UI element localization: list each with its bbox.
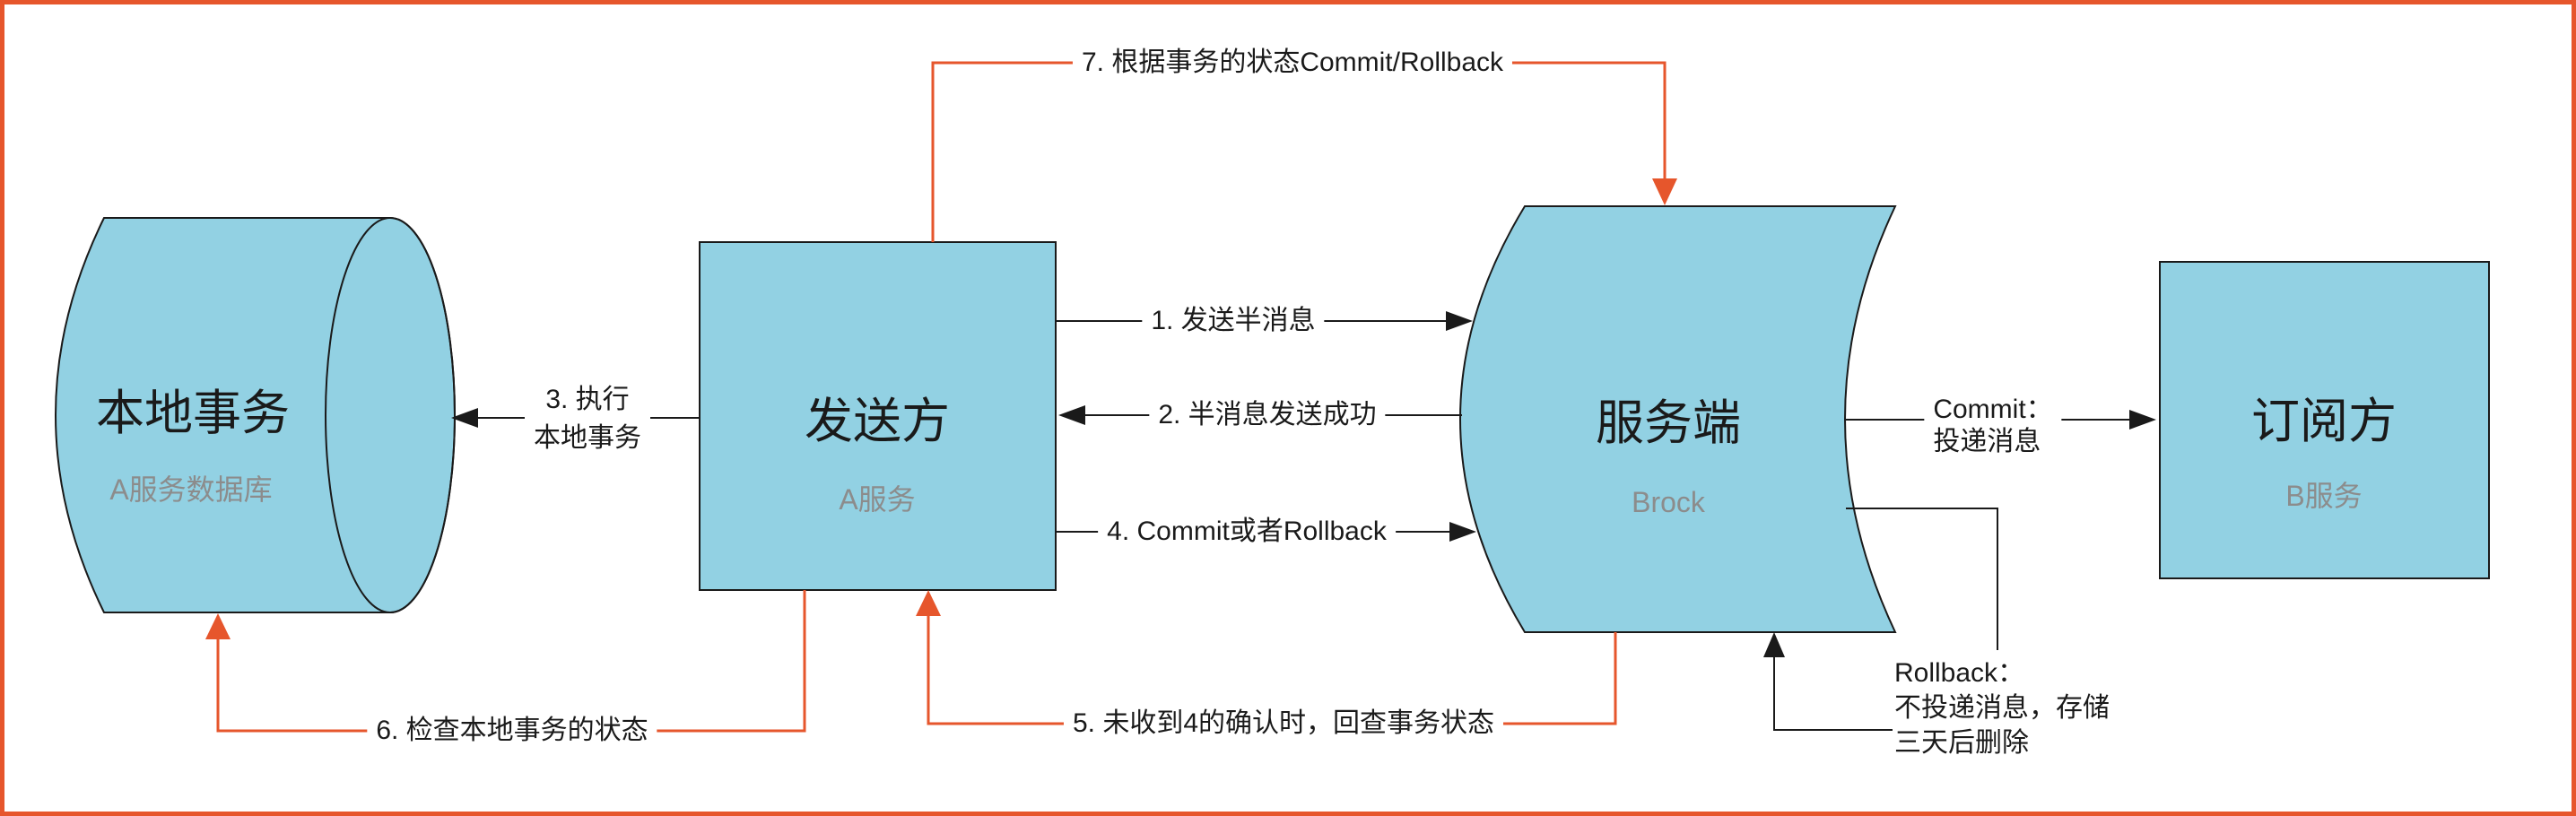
sender-subtitle: A服务 bbox=[839, 483, 916, 516]
node-shapes bbox=[55, 205, 2490, 633]
edge-commit-arrowhead bbox=[2129, 410, 2156, 430]
edge-3-arrowhead bbox=[451, 408, 478, 428]
edge-7-label: 7. 根据事务的状态Commit/Rollback bbox=[1072, 44, 1513, 82]
rollback-out-line bbox=[1846, 508, 1998, 650]
edge-3-label: 3. 执行 本地事务 bbox=[525, 380, 650, 457]
subscriber-subtitle: B服务 bbox=[2285, 480, 2363, 512]
edge-2-arrowhead bbox=[1058, 405, 1085, 425]
rollback-note-label: Rollback： 不投递消息，存储 三天后删除 bbox=[1894, 655, 2110, 760]
edge-2-label: 2. 半消息发送成功 bbox=[1149, 396, 1386, 434]
edge-7-arrowhead bbox=[1652, 178, 1677, 205]
orange-arrowheads bbox=[205, 178, 1677, 639]
local-db-cylinder-cap bbox=[325, 217, 456, 613]
edge-1-arrowhead bbox=[1446, 311, 1473, 331]
edge-commit-label: Commit： 投递消息 bbox=[1924, 394, 2062, 458]
edge-4-arrowhead bbox=[1449, 522, 1476, 542]
edge-3-label-line1: 3. 执行 bbox=[545, 385, 630, 414]
edge-commit-label-line1: Commit： bbox=[1933, 395, 2053, 424]
local-db-title: 本地事务 bbox=[96, 386, 290, 440]
edge-1-label: 1. 发送半消息 bbox=[1142, 302, 1325, 340]
edge-6-label: 6. 检查本地事务的状态 bbox=[367, 712, 657, 750]
black-arrowheads bbox=[451, 311, 2156, 657]
sender-box bbox=[699, 241, 1057, 591]
edge-4-label: 4. Commit或者Rollback bbox=[1098, 513, 1396, 551]
black-connector-lines bbox=[478, 320, 2129, 731]
subscriber-box bbox=[2159, 261, 2490, 579]
rollback-note-line3: 三天后删除 bbox=[1894, 728, 2029, 758]
subscriber-title: 订阅方 bbox=[2251, 395, 2397, 448]
rollback-return-arrowhead bbox=[1763, 632, 1785, 657]
sender-title: 发送方 bbox=[805, 395, 950, 448]
server-subtitle: Brock bbox=[1632, 486, 1705, 518]
rollback-note-line1: Rollback： bbox=[1894, 658, 2025, 688]
edge-5-label: 5. 未收到4的确认时，回查事务状态 bbox=[1063, 705, 1504, 742]
rollback-note-line2: 不投递消息，存储 bbox=[1894, 693, 2110, 723]
server-title: 服务端 bbox=[1596, 396, 1741, 450]
edge-5-arrowhead bbox=[916, 590, 941, 616]
edge-commit-label-line2: 投递消息 bbox=[1933, 427, 2041, 456]
server-stored-data-shape bbox=[1459, 205, 1897, 633]
edge-6-arrowhead bbox=[205, 613, 231, 639]
edge-3-label-line2: 本地事务 bbox=[534, 423, 641, 453]
rollback-return-line bbox=[1773, 657, 1893, 731]
local-db-subtitle: A服务数据库 bbox=[109, 473, 273, 506]
